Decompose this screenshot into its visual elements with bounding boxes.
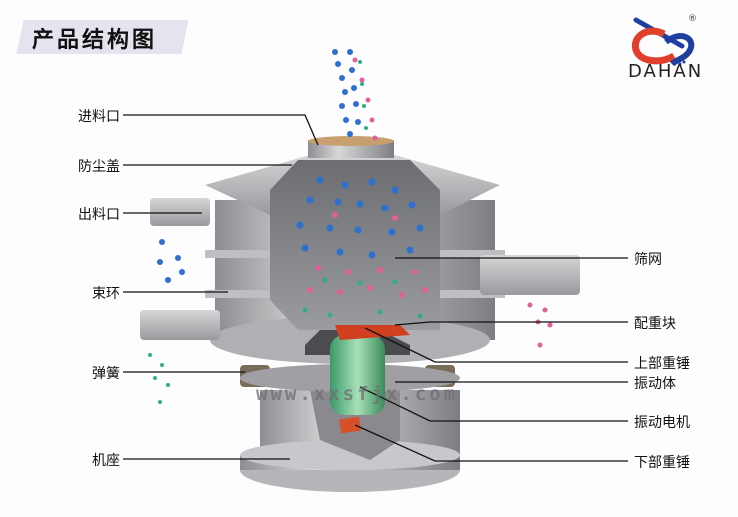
page-title: 产品结构图 [32,28,158,53]
label-dust-cover: 防尘盖 [78,159,120,175]
label-base: 机座 [92,453,120,469]
material-particles [148,49,553,404]
label-vibrating-body: 振动体 [634,376,676,392]
label-feed-inlet: 进料口 [78,109,120,125]
label-lower-weight: 下部重锤 [634,455,690,471]
registered-mark: ® [688,14,697,24]
brand-name: DAHAN [628,61,704,82]
label-screen-mesh: 筛网 [634,252,662,268]
label-clamp-ring: 束环 [92,286,120,302]
leader-lines [123,114,628,462]
label-discharge-outlet: 出料口 [78,207,120,223]
label-vibration-motor: 振动电机 [634,415,690,431]
watermark: www.xxsfjx.com [256,383,459,405]
label-counterweight-block: 配重块 [634,316,676,332]
label-upper-weight: 上部重锤 [634,356,690,372]
dahan-logo-icon [631,17,695,67]
label-spring: 弹簧 [92,366,120,382]
